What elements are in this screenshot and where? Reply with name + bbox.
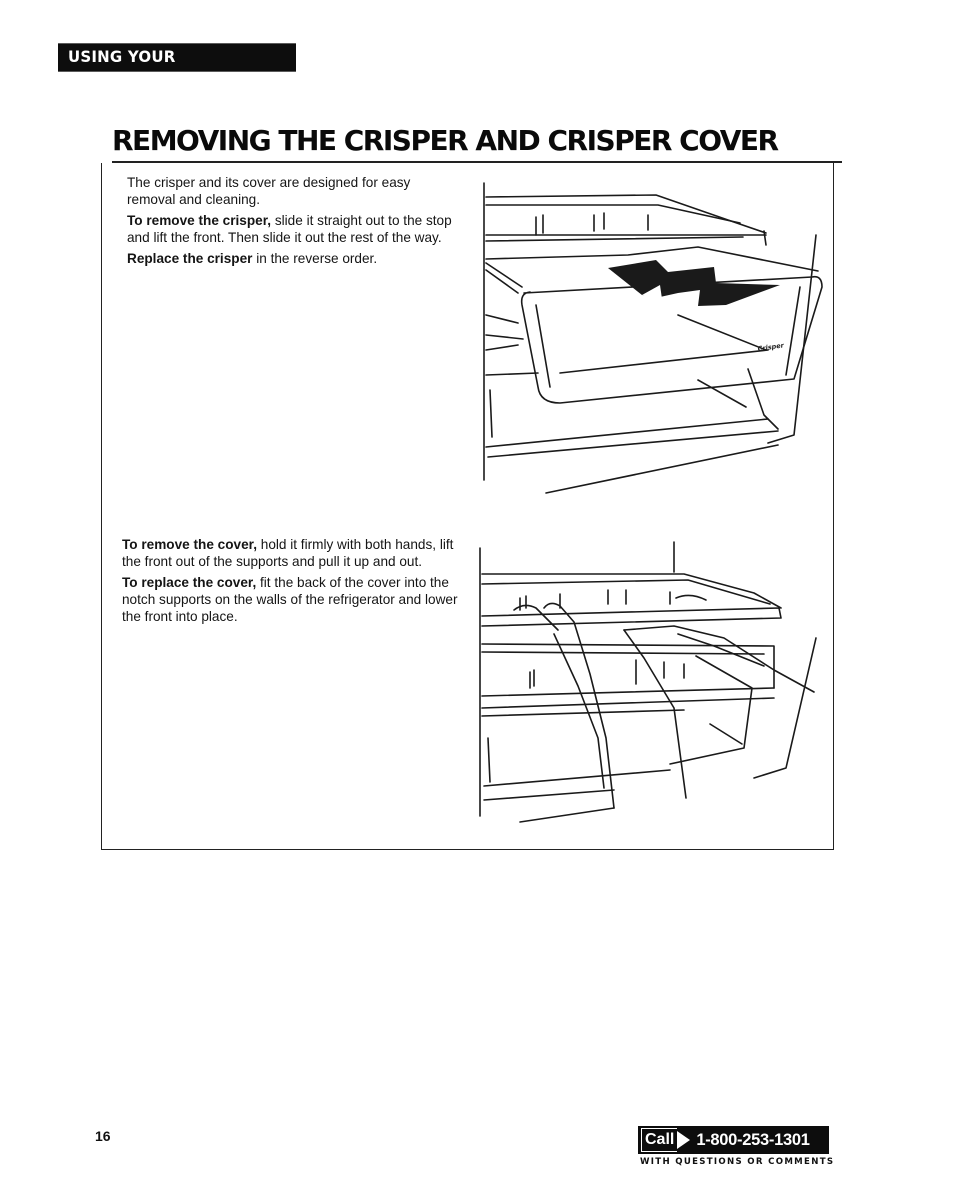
- cover-instructions: To remove the cover, hold it firmly with…: [122, 536, 462, 629]
- arrow-right-icon: [677, 1131, 691, 1149]
- replace-cover-text: fit the back of the cover into the notch…: [122, 575, 458, 624]
- remove-cover-lead: To remove the cover,: [122, 537, 257, 552]
- crisper-intro: The crisper and its cover are designed f…: [127, 175, 411, 207]
- call-label: Call: [641, 1128, 678, 1152]
- call-badge: Call 1-800-253-1301: [638, 1126, 829, 1154]
- remove-cover-instruction: To remove the cover, hold it firmly with…: [122, 536, 462, 570]
- page-title: REMOVING THE CRISPER AND CRISPER COVER: [112, 124, 779, 157]
- crisper-instructions: The crisper and its cover are designed f…: [127, 174, 457, 271]
- remove-crisper-instruction: To remove the crisper, slide it straight…: [127, 212, 457, 246]
- phone-number: 1-800-253-1301: [696, 1130, 810, 1149]
- section-banner: USING YOUR REFRIGERATOR: [58, 43, 296, 95]
- remove-crisper-text: slide it straight out to the stop and li…: [127, 213, 452, 245]
- footer-note: WITH QUESTIONS OR COMMENTS: [640, 1157, 835, 1167]
- title-rule: [112, 161, 842, 163]
- replace-crisper-instruction: Replace the crisper in the reverse order…: [127, 250, 457, 267]
- remove-cover-text: hold it firmly with both hands, lift the…: [122, 537, 454, 569]
- content-frame: [101, 163, 834, 850]
- replace-cover-lead: To replace the cover,: [122, 575, 257, 590]
- replace-crisper-text: in the reverse order.: [252, 251, 378, 266]
- crisper-drawer-illustration: Crisper: [483, 182, 823, 494]
- crisper-drawer-label: Crisper: [757, 341, 785, 353]
- replace-crisper-lead: Replace the crisper: [127, 251, 253, 266]
- remove-crisper-lead: To remove the crisper,: [127, 213, 272, 228]
- replace-cover-instruction: To replace the cover, fit the back of th…: [122, 574, 462, 625]
- page-number: 16: [95, 1128, 111, 1144]
- crisper-cover-illustration: [479, 541, 817, 823]
